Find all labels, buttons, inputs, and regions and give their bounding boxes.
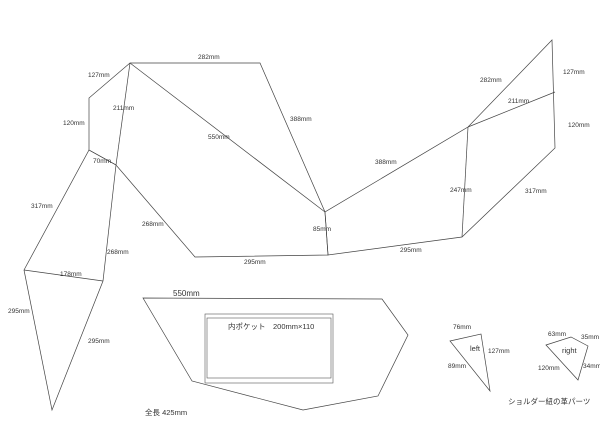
part-right-label: right [562, 346, 578, 355]
dim-282-right: 282mm [480, 77, 502, 84]
part-right-dim-top: 63mm [548, 331, 566, 338]
right-inner-247-line [461, 126, 469, 238]
dim-295-right: 295mm [400, 247, 422, 254]
dim-120-left: 120mm [63, 120, 85, 127]
dim-178: 178mm [60, 271, 82, 278]
left-diag-550-line [129, 62, 326, 213]
part-left-dim-bottom: 89mm [448, 363, 466, 370]
part-right-dim-left: 120mm [538, 365, 560, 372]
dim-295-lowinner: 295mm [88, 338, 110, 345]
left-hanging-outline [23, 149, 117, 412]
dim-211-left: 211mm [113, 105, 134, 112]
part-left-dim-right: 127mm [488, 348, 510, 355]
right-inner-211-line [467, 91, 556, 128]
part-right-outline [545, 336, 589, 381]
dim-70: 70mm [93, 158, 111, 165]
left-hanging-178-line [23, 269, 104, 282]
dim-268-inner: 268mm [142, 221, 164, 228]
part-right-dim-right: 34mm [583, 363, 600, 370]
inner-pocket-inner [206, 317, 332, 379]
part-left-outline [449, 333, 491, 393]
dim-120-right: 120mm [568, 122, 590, 129]
right-wing-panel [324, 39, 556, 256]
left-hanging-piece [23, 149, 117, 412]
dim-127-left: 127mm [88, 72, 110, 79]
dim-85: 85mm [313, 226, 331, 233]
dim-388-left: 388mm [290, 116, 312, 123]
parts-caption: ショルダー紐の革パーツ [508, 396, 590, 406]
dim-247: 247mm [450, 187, 472, 194]
part-left-label: left [470, 344, 481, 353]
left-inner-211-line [115, 62, 131, 166]
bottom-width-label: 550mm [173, 289, 200, 298]
left-wing-panel [88, 62, 329, 258]
right-wing-outline [324, 39, 556, 256]
part-right-dim-top-right: 35mm [581, 334, 599, 341]
bottom-panel-outline [142, 297, 409, 411]
dim-295-lowleft: 295mm [8, 308, 30, 315]
dim-550-diag: 550mm [208, 134, 230, 141]
part-left-dim-top: 76mm [453, 324, 471, 331]
dim-317-right: 317mm [525, 188, 547, 195]
dim-282-left: 282mm [198, 54, 220, 61]
part-right [545, 336, 589, 381]
pocket-label: 内ポケット 200mm×110 [228, 321, 314, 331]
dim-211-right: 211mm [508, 98, 529, 105]
dim-295-bottom: 295mm [244, 259, 266, 266]
dim-127-right: 127mm [563, 69, 585, 76]
dim-317-left: 317mm [31, 203, 53, 210]
dim-388-right: 388mm [375, 159, 397, 166]
part-left [449, 333, 491, 393]
total-length-label: 全長 425mm [145, 407, 187, 417]
inner-pocket-outer [204, 313, 334, 384]
bottom-panel [142, 297, 409, 411]
dim-268-lower: 268mm [107, 249, 129, 256]
left-wing-outline [88, 62, 329, 258]
